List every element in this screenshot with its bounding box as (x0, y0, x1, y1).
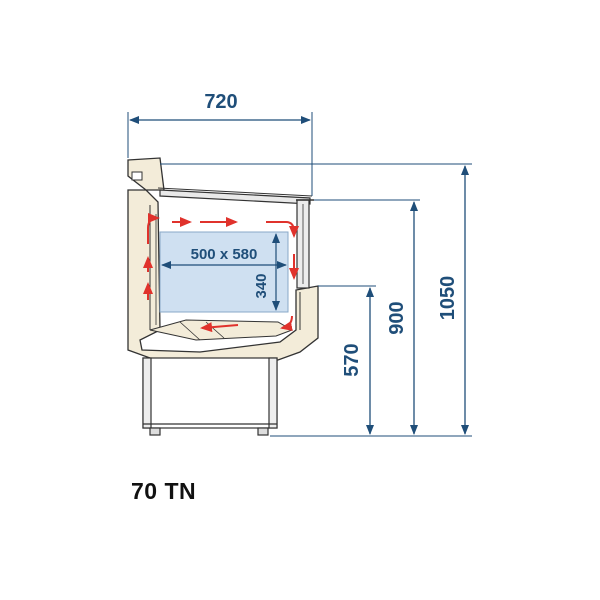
airflow-arrows (143, 213, 299, 333)
inner-dimensions: 500 x 580 340 (161, 233, 287, 311)
leg-right (257, 427, 269, 436)
top-shelf (157, 187, 313, 205)
airflow-arrow-corner-tr (266, 221, 299, 238)
inner-size-label: 500 x 580 (191, 246, 258, 263)
dimension-heights (160, 163, 472, 437)
leg-left (149, 427, 161, 436)
dimension-width: 720 (127, 91, 313, 196)
height-1050-label: 1050 (437, 276, 459, 321)
airflow-arrow-bottom-1 (200, 322, 239, 333)
cabinet-top-rear (127, 157, 165, 191)
width-label: 720 (204, 91, 237, 113)
airflow-arrow-corner-tl (147, 213, 160, 244)
front-glass (296, 199, 314, 289)
inner-height-label: 340 (253, 273, 270, 298)
display-area (159, 231, 289, 313)
cabinet-base (142, 357, 278, 436)
display-tray (149, 319, 294, 341)
height-570-label: 570 (341, 343, 363, 376)
height-900-label: 900 (386, 301, 408, 334)
airflow-arrow-corner-br (280, 315, 293, 331)
model-name: 70 TN (131, 478, 197, 504)
base-frame (142, 357, 278, 429)
